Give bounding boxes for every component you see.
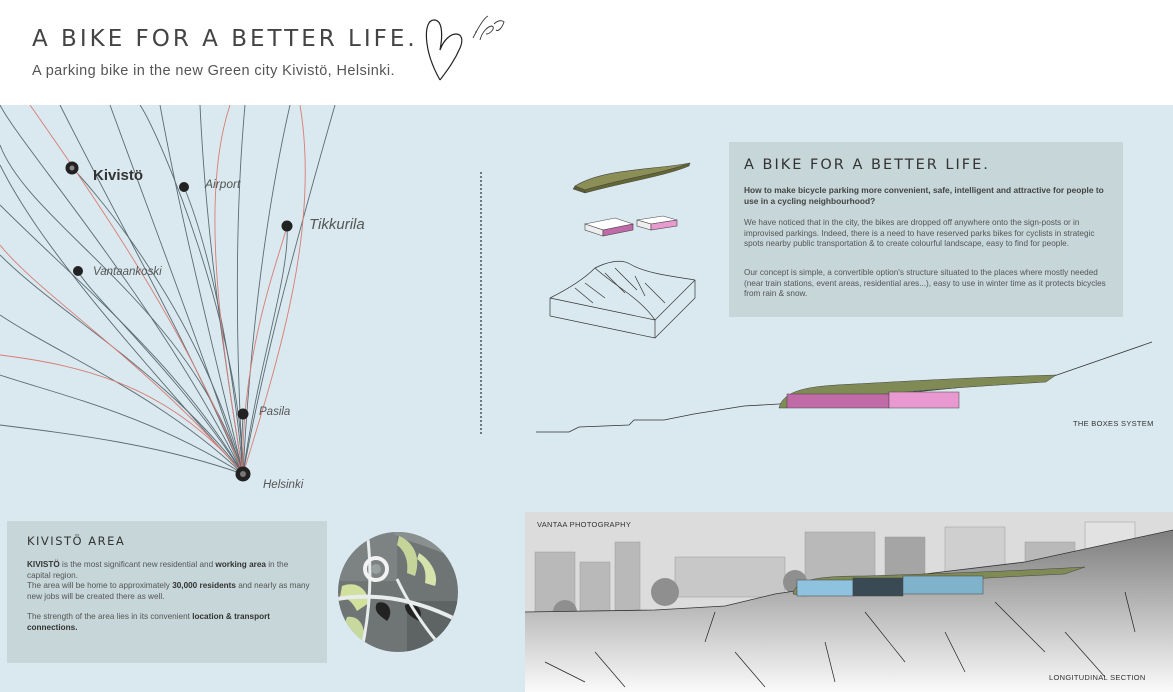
text: and nearly as many new jobs will be crea… <box>27 581 310 601</box>
kivisto-area-title: KIVISTÖ AREA <box>27 534 126 548</box>
green-roof-sketch <box>572 162 691 194</box>
kivisto-area-text: KIVISTÖ is the most significant new resi… <box>27 560 312 633</box>
page-title: A BIKE FOR A BETTER LIFE. <box>32 26 418 52</box>
airport-marker <box>179 182 189 192</box>
boxes-system-section <box>536 341 1153 433</box>
bike-heart-signature-logo <box>425 15 505 81</box>
place-label-tikkurila: Tikkurila <box>309 216 365 233</box>
place-label-airport: Airport <box>205 177 241 191</box>
tikkurila-marker <box>281 220 293 232</box>
terrain-block-sketch <box>549 260 696 339</box>
route-lines-grey <box>0 105 336 475</box>
kivisto-area-paragraph-2: The area will be home to approximately 3… <box>27 581 312 602</box>
header: A BIKE FOR A BETTER LIFE. A parking bike… <box>0 0 1173 105</box>
kivisto-aerial-map <box>338 532 458 652</box>
concept-question: How to make bicycle parking more conveni… <box>744 185 1104 206</box>
kivisto-area-panel: KIVISTÖ AREA KIVISTÖ is the most signifi… <box>7 521 327 663</box>
longitudinal-section-photo <box>525 512 1173 692</box>
caption-vantaa-photography: VANTAA PHOTOGRAPHY <box>537 520 632 529</box>
concept-paragraph-2: Our concept is simple, a convertible opt… <box>744 268 1106 298</box>
bold-text: working area <box>215 560 266 569</box>
place-label-kivisto: Kivistö <box>93 167 144 184</box>
caption-boxes-system: THE BOXES SYSTEM <box>1073 419 1154 428</box>
vantaankoski-marker <box>73 266 83 276</box>
place-markers <box>65 161 293 482</box>
page-subtitle: A parking bike in the new Green city Kiv… <box>32 63 395 79</box>
place-label-pasila: Pasila <box>259 406 291 418</box>
place-label-helsinki: Helsinki <box>263 479 304 491</box>
pasila-marker <box>237 408 249 420</box>
isometric-sketches <box>549 162 696 339</box>
concept-panel: A BIKE FOR A BETTER LIFE. How to make bi… <box>729 142 1123 317</box>
text: The area will be home to approximately <box>27 581 173 590</box>
route-map <box>0 105 336 482</box>
caption-longitudinal-section: LONGITUDINAL SECTION <box>1049 673 1146 682</box>
boxes-sketch <box>583 215 678 237</box>
text: is the most significant new residential … <box>59 560 216 569</box>
bold-text: location & transport connections. <box>27 612 271 632</box>
text: in the capital region. <box>27 560 289 580</box>
place-label-vantaankoski: Vantaankoski <box>93 266 162 278</box>
bold-text: 30,000 residents <box>172 581 236 590</box>
concept-paragraph-1: We have noticed that in the city, the bi… <box>744 218 1095 248</box>
text: The strength of the area lies in its con… <box>27 612 193 621</box>
bold-text: KIVISTÖ <box>27 560 60 569</box>
kivisto-area-paragraph-3: The strength of the area lies in its con… <box>27 612 312 633</box>
dotted-divider <box>480 172 482 434</box>
concept-title: A BIKE FOR A BETTER LIFE. <box>744 157 990 173</box>
route-lines-red <box>0 105 306 475</box>
kivisto-area-paragraph-1: KIVISTÖ is the most significant new resi… <box>27 560 312 581</box>
